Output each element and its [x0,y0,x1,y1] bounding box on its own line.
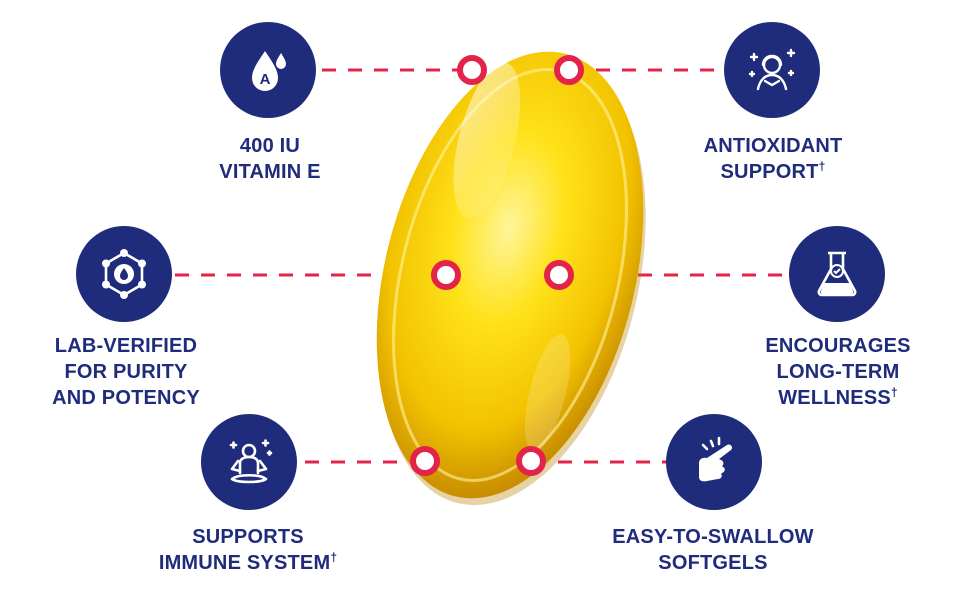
dot-immune [410,446,440,476]
meditation-person-icon [201,414,297,510]
label-line: LAB-VERIFIED [54,335,198,357]
label-lab-verified: LAB-VERIFIED FOR PURITY AND POTENCY [40,333,212,411]
dot-antioxidant [554,55,584,85]
footnote-dagger: † [330,550,338,565]
label-softgels: EASY-TO-SWALLOW SOFTGELS [598,524,828,576]
label-vitamin-e: 400 IU VITAMIN E [208,133,332,185]
footnote-dagger: † [890,385,898,400]
footnote-dagger: † [818,159,826,174]
label-line: SUPPORTS [192,526,304,548]
label-wellness: ENCOURAGES LONG-TERM WELLNESS† [755,333,921,411]
label-line: SUPPORT [720,161,819,183]
label-line: IMMUNE SYSTEM [158,552,331,574]
label-line: ENCOURAGES [765,335,911,357]
swallow-hand-icon [666,414,762,510]
label-line: ANTIOXIDANT [703,135,843,157]
glowing-person-icon [724,22,820,118]
dot-softgels [516,446,546,476]
label-antioxidant: ANTIOXIDANT SUPPORT† [690,133,856,185]
dot-wellness [544,260,574,290]
softgel-capsule [376,51,646,506]
vitamin-a-drop-icon: A [220,22,316,118]
molecule-hexagon-icon [76,226,172,322]
svg-text:A: A [260,71,271,88]
lab-flask-icon [789,226,885,322]
label-line: WELLNESS [778,387,891,409]
label-line: EASY-TO-SWALLOW [612,526,814,548]
label-line: LONG-TERM [776,361,900,383]
connector-dots [410,55,584,476]
label-line: 400 IU [239,135,301,157]
dot-lab-verified [431,260,461,290]
label-immune: SUPPORTS IMMUNE SYSTEM† [140,524,356,576]
dot-vitamin-e [457,55,487,85]
label-line: VITAMIN E [219,161,321,183]
label-line: AND POTENCY [52,387,200,409]
label-line: SOFTGELS [658,552,768,574]
label-line: FOR PURITY [64,361,188,383]
